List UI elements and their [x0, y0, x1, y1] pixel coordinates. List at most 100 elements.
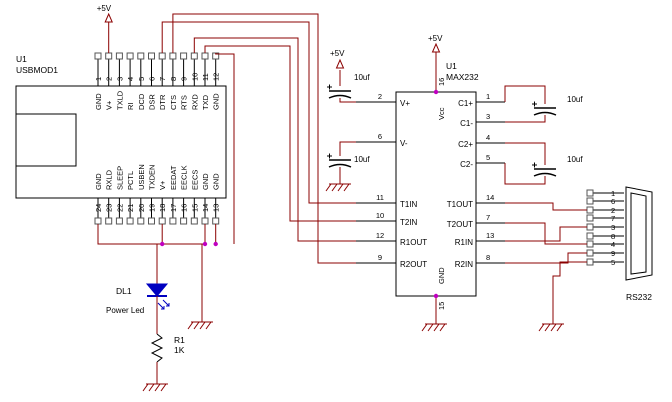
max232-gnd-pin-dot — [433, 293, 439, 299]
usbmod-bottom-pin-14-box — [201, 217, 209, 225]
db9-ground-hatch-0 — [538, 323, 545, 332]
max232-left-pin-name: T2IN — [400, 218, 418, 227]
usbmod-ref-label: U1 — [16, 54, 27, 64]
usbmod-top-pin-7-box — [158, 52, 166, 60]
usbmod-top-pin-name: DSR — [148, 94, 157, 110]
db9-connector-label: RS232 — [626, 292, 652, 302]
usbmod-bottom-pin-number: 21 — [126, 204, 135, 212]
db9-pin-1-box — [586, 189, 594, 197]
db9-gnd-wire — [552, 261, 587, 318]
led-ref-label: DL1 — [116, 286, 132, 296]
usbmod-bottom-pin-16-box — [180, 217, 188, 225]
usbmod-bottom-pin-number: 22 — [115, 204, 124, 212]
usb-connector-outline — [15, 113, 77, 167]
max232-supply-label: +5V — [428, 34, 443, 43]
max232-right-pin-name: C1- — [460, 119, 473, 128]
db9-pin-number: 1 — [611, 189, 615, 198]
vplus-bus-junction — [160, 241, 165, 247]
usbmod-top-pin-number: 11 — [201, 73, 210, 81]
c1-cap-value: 10uf — [567, 95, 583, 104]
db9-pin-number: 2 — [611, 206, 615, 215]
max232-left-pin-name: T1IN — [400, 200, 418, 209]
usbmod-top-pin-number: 7 — [158, 77, 167, 81]
vminus-ground-hatch-2 — [337, 183, 344, 192]
usbmod-top-pin-number: 1 — [94, 77, 103, 81]
usbmod-bottom-pin-15-box — [190, 217, 198, 225]
max232-body — [395, 91, 477, 297]
max232-ground-hatch-0 — [421, 323, 428, 332]
gnd-return-wire — [215, 53, 235, 244]
db9-ground-hatch-3 — [556, 323, 563, 332]
max232-supply-arrow — [431, 42, 441, 53]
usbmod-top-pin-4-box — [126, 52, 134, 60]
usbmod-top-pin-name: GND — [212, 93, 221, 110]
vminus-ground-hatch-0 — [325, 183, 332, 192]
usbmod-bottom-pin-number: 13 — [212, 204, 221, 212]
db9-pin-number: 9 — [611, 249, 615, 258]
usbmod-bottom-pin-name: EECLK — [180, 165, 189, 190]
vminus-cap-wire — [339, 141, 356, 156]
resistor-ref-label: R1 — [174, 335, 185, 345]
max232-right-pin-number: 14 — [486, 193, 494, 202]
usbmod-top-pin-name: TXLD — [115, 90, 124, 110]
usbmod-supply-arrow — [104, 12, 113, 23]
usbmod-bottom-pin-name: PCTL — [126, 171, 135, 190]
max232-right-pin-number: 1 — [486, 92, 490, 101]
db9-pin-6-box — [586, 197, 594, 205]
usbmod-top-pin-number: 2 — [105, 77, 114, 81]
resistor-zigzag — [150, 333, 164, 363]
usbmod-top-pin-number: 9 — [180, 77, 189, 81]
usbmod-bottom-pin-number: 17 — [169, 204, 178, 212]
usbmod-top-pin-number: 6 — [148, 77, 157, 81]
max232-gnd-pin-number: 15 — [437, 302, 446, 310]
max232-left-pin-number: 12 — [376, 231, 384, 240]
max232-right-pin-name: R1IN — [455, 238, 473, 247]
usbmod-bottom-pin-name: GND — [201, 173, 210, 190]
max232-right-pin-number: 13 — [486, 231, 494, 240]
vplus-capacitor-curve — [328, 94, 352, 99]
usbmod-top-pin-9-box — [180, 52, 188, 60]
usbmod-top-pin-number: 4 — [126, 77, 135, 81]
c2-plus-wire — [505, 142, 546, 165]
usbmod-top-pin-name: DTR — [158, 94, 167, 110]
usbmod-top-pin-8-box — [169, 52, 177, 60]
c1-plus-wire — [504, 85, 546, 104]
usbmod-bottom-pin-name: GND — [94, 173, 103, 190]
db9-ground-hatch-2 — [550, 323, 557, 332]
max232-ground-hatch-2 — [433, 323, 440, 332]
max232-ground-hatch-1 — [427, 323, 434, 332]
gnd-bus-junction — [202, 241, 208, 247]
max232-right-pin-name: T1OUT — [447, 200, 473, 209]
usbmod-bottom-pin-19-box — [148, 217, 155, 225]
r2in-to-db9-wire — [505, 252, 587, 264]
usbmod-bottom-pin-24-box — [94, 217, 102, 225]
usbmod-ground-hatch-2 — [199, 321, 206, 330]
c2-minus-wire — [504, 163, 546, 185]
vminus-capacitor-curve — [328, 163, 352, 168]
usbmod-top-pin-name: CTS — [169, 95, 178, 110]
db9-pin-7-box — [586, 214, 594, 222]
usbmod-bottom-pin-number: 18 — [158, 204, 167, 212]
usbmod-bottom-pin-13-box — [212, 217, 220, 225]
usbmod-bottom-pin-number: 16 — [180, 204, 189, 212]
usbmod-bottom-pin-name: GND — [212, 173, 221, 190]
resistor-value-label: 1K — [174, 345, 185, 355]
max232-left-pin-number: 6 — [378, 132, 382, 141]
usbmod-top-pin-number: 8 — [169, 77, 178, 81]
max232-vcc-pin-dot — [433, 89, 439, 95]
usbmod-bottom-pin-18-box — [158, 217, 166, 225]
vminus-ground-hatch-3 — [343, 183, 350, 192]
usbmod-ground-hatch-0 — [187, 321, 194, 330]
usbmod-bottom-pin-name: TXDEN — [148, 165, 157, 190]
db9-pin-number: 5 — [611, 258, 615, 267]
usbmod-bottom-pin-number: 15 — [190, 204, 199, 212]
db9-shell-inner — [630, 192, 647, 275]
max232-ref-label: U1 — [446, 61, 457, 71]
vminus-ground-hatch-1 — [331, 183, 338, 192]
led-name-label: Power Led — [106, 306, 144, 315]
resistor-ground-hatch-1 — [148, 383, 155, 392]
max232-left-pin-name: R1OUT — [400, 238, 427, 247]
max232-right-pin-number: 3 — [486, 112, 490, 121]
usbmod-top-pin-name: TXD — [201, 94, 210, 110]
usbmod-ground-hatch-1 — [193, 321, 200, 330]
